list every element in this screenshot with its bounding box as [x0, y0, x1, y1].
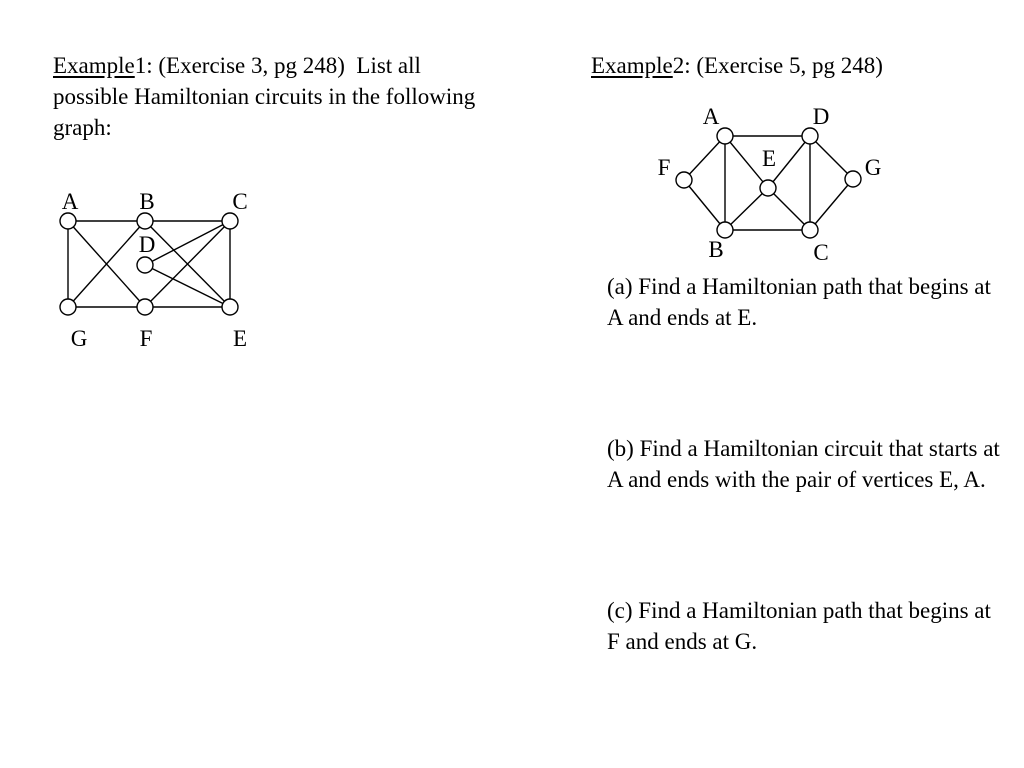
- question-c: (c) Find a Hamiltonian path that begins …: [607, 598, 991, 654]
- example-2-reference: : (Exercise 5, pg 248): [684, 53, 883, 78]
- g2-edge-D-G: [809, 135, 854, 180]
- g2-vertex-label-D: D: [813, 104, 830, 129]
- g2-vertex-F: [675, 171, 693, 189]
- g1-vertex-C: [221, 212, 239, 230]
- g1-edge-D-E: [144, 264, 231, 308]
- g2-vertex-label-A: A: [703, 104, 720, 129]
- g1-vertex-label-A: A: [62, 189, 79, 214]
- g1-vertex-G: [59, 298, 77, 316]
- g1-edge-B-G: [67, 220, 146, 308]
- example-2-heading: Example2: (Exercise 5, pg 248): [591, 50, 1011, 81]
- g2-vertex-E: [759, 179, 777, 197]
- g1-edge-D-C: [144, 220, 231, 266]
- g2-edge-D-E: [767, 135, 811, 189]
- graph-1-labels: A B C D G F E: [62, 189, 248, 351]
- g2-edge-F-B: [683, 179, 726, 231]
- g1-vertex-label-F: F: [140, 326, 153, 351]
- g1-vertex-label-C: C: [232, 189, 247, 214]
- g2-edge-F-A: [683, 135, 726, 181]
- g2-edge-G-C: [809, 178, 854, 231]
- g2-vertex-C: [801, 221, 819, 239]
- example-1-prompt: List all possible Hamiltonian circuits i…: [53, 53, 476, 140]
- g2-vertex-D: [801, 127, 819, 145]
- g2-edge-A-E: [724, 135, 769, 189]
- graph-1-edges: [67, 220, 231, 308]
- g1-vertex-B: [136, 212, 154, 230]
- g2-vertex-label-F: F: [658, 155, 671, 180]
- g2-vertex-label-C: C: [813, 240, 828, 265]
- example-1-reference: : (Exercise 3, pg 248): [146, 53, 345, 78]
- g2-vertex-G: [844, 170, 862, 188]
- g2-vertex-label-G: G: [865, 155, 882, 180]
- g2-vertex-label-E: E: [762, 146, 776, 171]
- g2-vertex-label-B: B: [708, 237, 723, 262]
- g1-vertex-E: [221, 298, 239, 316]
- graph-2-vertices: [675, 127, 862, 239]
- g1-vertex-label-G: G: [71, 326, 88, 351]
- g1-vertex-F: [136, 298, 154, 316]
- question-a: (a) Find a Hamiltonian path that begins …: [607, 274, 991, 330]
- graph-2-edges: [683, 135, 854, 231]
- example-1-text: Example1: (Exercise 3, pg 248) List all …: [53, 50, 493, 143]
- g1-vertex-label-D: D: [139, 232, 156, 257]
- g1-edge-B-E: [144, 220, 231, 308]
- g2-edge-E-B: [724, 187, 769, 231]
- graph-1-vertices: [59, 212, 239, 316]
- question-b: (b) Find a Hamiltonian circuit that star…: [607, 436, 1000, 492]
- g1-vertex-A: [59, 212, 77, 230]
- g2-vertex-A: [716, 127, 734, 145]
- example-2-number: 2: [672, 53, 685, 78]
- g1-vertex-label-B: B: [139, 189, 154, 214]
- g2-edge-E-C: [767, 187, 811, 231]
- g1-vertex-D: [136, 256, 154, 274]
- example-1-number: 1: [134, 53, 147, 78]
- example-1-label: Example: [53, 53, 135, 78]
- graph-2-labels: A D E F G B C: [658, 104, 882, 265]
- example-2-label: Example: [591, 53, 673, 78]
- g2-vertex-B: [716, 221, 734, 239]
- g1-vertex-label-E: E: [233, 326, 247, 351]
